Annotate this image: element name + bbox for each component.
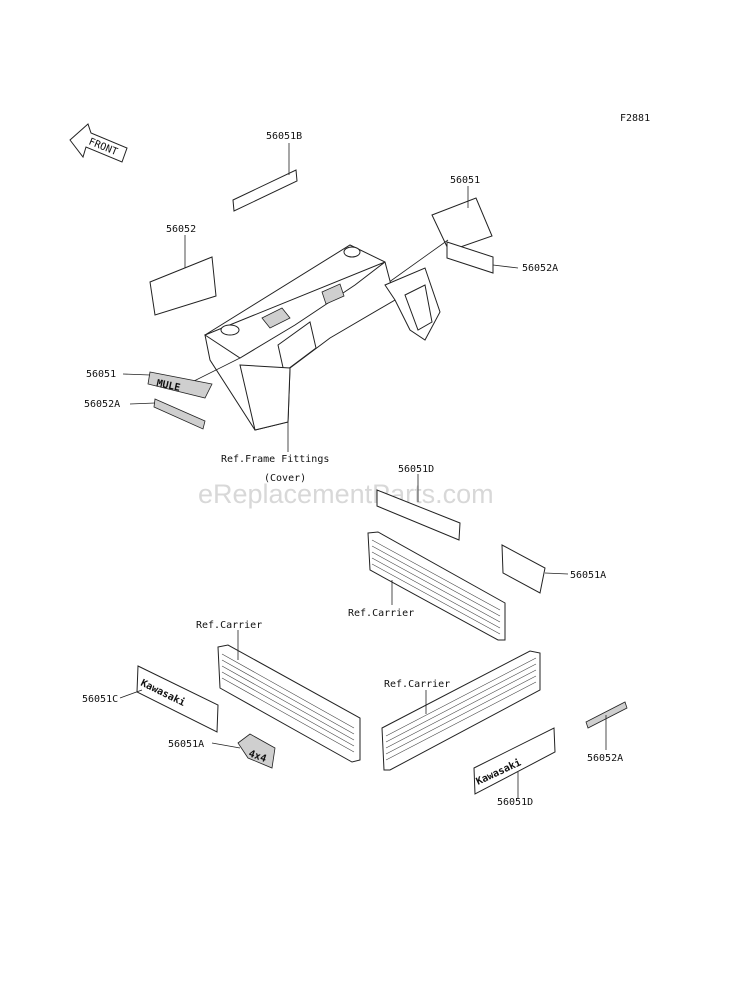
- label-56052a-bottom: 56052A: [587, 753, 623, 764]
- decal-56052a-bottom[interactable]: [585, 701, 628, 750]
- label-56051-top: 56051: [450, 175, 480, 186]
- decal-56051d-mid[interactable]: [376, 474, 461, 541]
- ref-carrier-mid-label: Ref.Carrier: [348, 608, 414, 619]
- mule-decal-text: MULE: [155, 378, 181, 394]
- watermark-text: eReplacementParts.com: [198, 479, 494, 509]
- figure-code: F2881: [620, 113, 650, 124]
- decal-kawasaki-left[interactable]: Kawasaki: [119, 665, 219, 733]
- decal-56052a-right[interactable]: [384, 239, 519, 286]
- decal-56052[interactable]: [149, 235, 217, 316]
- carrier-gate-right[interactable]: [381, 650, 541, 771]
- ref-frame-cover-label: (Cover): [264, 473, 306, 484]
- frame-cover[interactable]: [189, 244, 441, 452]
- label-56051d-mid: 56051D: [398, 464, 434, 475]
- ref-carrier-left-label: Ref.Carrier: [196, 620, 262, 631]
- decal-56051b[interactable]: [232, 143, 298, 212]
- decal-4x4[interactable]: 4x4: [211, 733, 276, 769]
- label-56051a-left: 56051A: [168, 739, 204, 750]
- decal-kawasaki-right[interactable]: Kawasaki: [473, 727, 556, 798]
- label-56051a-right: 56051A: [570, 570, 606, 581]
- label-56052a-right: 56052A: [522, 263, 558, 274]
- decal-56051-top[interactable]: [431, 186, 493, 252]
- label-56052: 56052: [166, 224, 196, 235]
- decal-56052a-side[interactable]: [129, 398, 206, 430]
- label-56051-side: 56051: [86, 369, 116, 380]
- decal-mule[interactable]: MULE: [122, 371, 213, 399]
- label-56051c: 56051C: [82, 694, 118, 705]
- label-56052a-side: 56052A: [84, 399, 120, 410]
- ref-frame-fittings-label: Ref.Frame Fittings: [221, 454, 329, 465]
- label-56051b: 56051B: [266, 131, 302, 142]
- front-arrow-icon: FRONT: [69, 123, 128, 163]
- label-56051d-bottom: 56051D: [497, 797, 533, 808]
- decal-56051a-right[interactable]: [501, 544, 569, 594]
- ref-carrier-right-label: Ref.Carrier: [384, 679, 450, 690]
- carrier-gate-mid[interactable]: [367, 531, 506, 641]
- carrier-gate-left[interactable]: [217, 630, 361, 763]
